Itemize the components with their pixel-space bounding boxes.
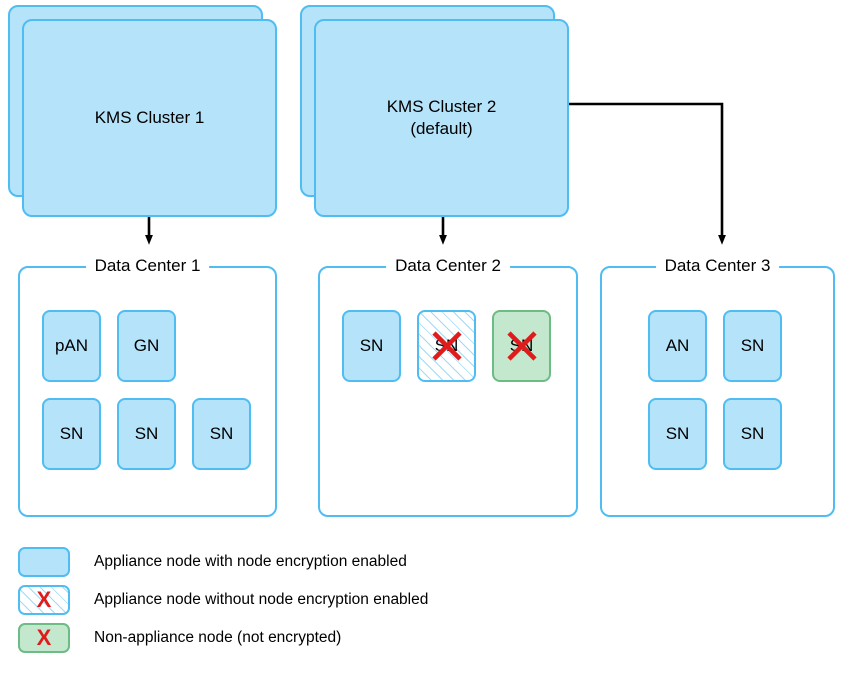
data-center-3-node-grid: AN SN SN SN — [648, 310, 782, 470]
red-x-icon: X — [36, 587, 52, 612]
node-label: SN — [434, 336, 459, 355]
node-sn[interactable]: SN — [648, 398, 707, 470]
node-gn[interactable]: GN — [117, 310, 176, 382]
node-label: SN — [134, 424, 159, 443]
node-sn[interactable]: SN — [192, 398, 251, 470]
kms-cluster-1[interactable]: KMS Cluster 1 — [8, 5, 277, 217]
node-label: AN — [665, 336, 690, 355]
legend-item-encrypted: Appliance node with node encryption enab… — [18, 543, 638, 581]
node-label: SN — [740, 336, 765, 355]
node-sn-nonappliance[interactable]: SN — [492, 310, 551, 382]
legend-label: Non-appliance node (not encrypted) — [94, 629, 342, 646]
node-label: SN — [209, 424, 234, 443]
node-sn[interactable]: SN — [42, 398, 101, 470]
node-sn-unencrypted[interactable]: SN — [417, 310, 476, 382]
node-sn[interactable]: SN — [723, 310, 782, 382]
legend-swatch-unencrypted: X — [18, 585, 70, 615]
legend-item-unencrypted: X Appliance node without node encryption… — [18, 581, 638, 619]
node-label: SN — [740, 424, 765, 443]
data-center-2[interactable]: Data Center 2 SN SN SN — [318, 256, 578, 517]
kms-cluster-2[interactable]: KMS Cluster 2 (default) — [300, 5, 569, 217]
data-center-1-title: Data Center 1 — [85, 256, 210, 276]
legend-swatch-nonappliance: X — [18, 623, 70, 653]
red-x-icon: X — [36, 625, 52, 650]
connector-kms2-to-dc3 — [568, 102, 726, 245]
node-label: pAN — [54, 336, 89, 355]
node-label: SN — [59, 424, 84, 443]
node-an[interactable]: AN — [648, 310, 707, 382]
kms-cluster-2-front-card[interactable]: KMS Cluster 2 (default) — [314, 19, 569, 217]
data-center-3-title: Data Center 3 — [655, 256, 780, 276]
data-center-1[interactable]: Data Center 1 pAN GN SN SN SN — [18, 256, 277, 517]
node-label: SN — [359, 336, 384, 355]
node-sn[interactable]: SN — [342, 310, 401, 382]
node-sn[interactable]: SN — [117, 398, 176, 470]
kms-cluster-1-label: KMS Cluster 1 — [94, 108, 205, 128]
legend-label: Appliance node with node encryption enab… — [94, 553, 407, 570]
legend-item-nonappliance: X Non-appliance node (not encrypted) — [18, 619, 638, 657]
node-sn[interactable]: SN — [723, 398, 782, 470]
node-label: SN — [665, 424, 690, 443]
node-pan[interactable]: pAN — [42, 310, 101, 382]
legend-label: Appliance node without node encryption e… — [94, 591, 429, 608]
node-label: GN — [133, 336, 160, 355]
node-label: SN — [509, 336, 534, 355]
legend-swatch-encrypted — [18, 547, 70, 577]
kms-cluster-1-front-card[interactable]: KMS Cluster 1 — [22, 19, 277, 217]
data-center-2-title: Data Center 2 — [386, 256, 510, 276]
kms-cluster-2-label: KMS Cluster 2 (default) — [386, 97, 497, 138]
data-center-3[interactable]: Data Center 3 AN SN SN SN — [600, 256, 835, 517]
data-center-2-node-grid: SN SN SN — [342, 310, 557, 382]
legend: Appliance node with node encryption enab… — [18, 543, 638, 657]
data-center-1-node-grid: pAN GN SN SN SN — [42, 310, 257, 470]
